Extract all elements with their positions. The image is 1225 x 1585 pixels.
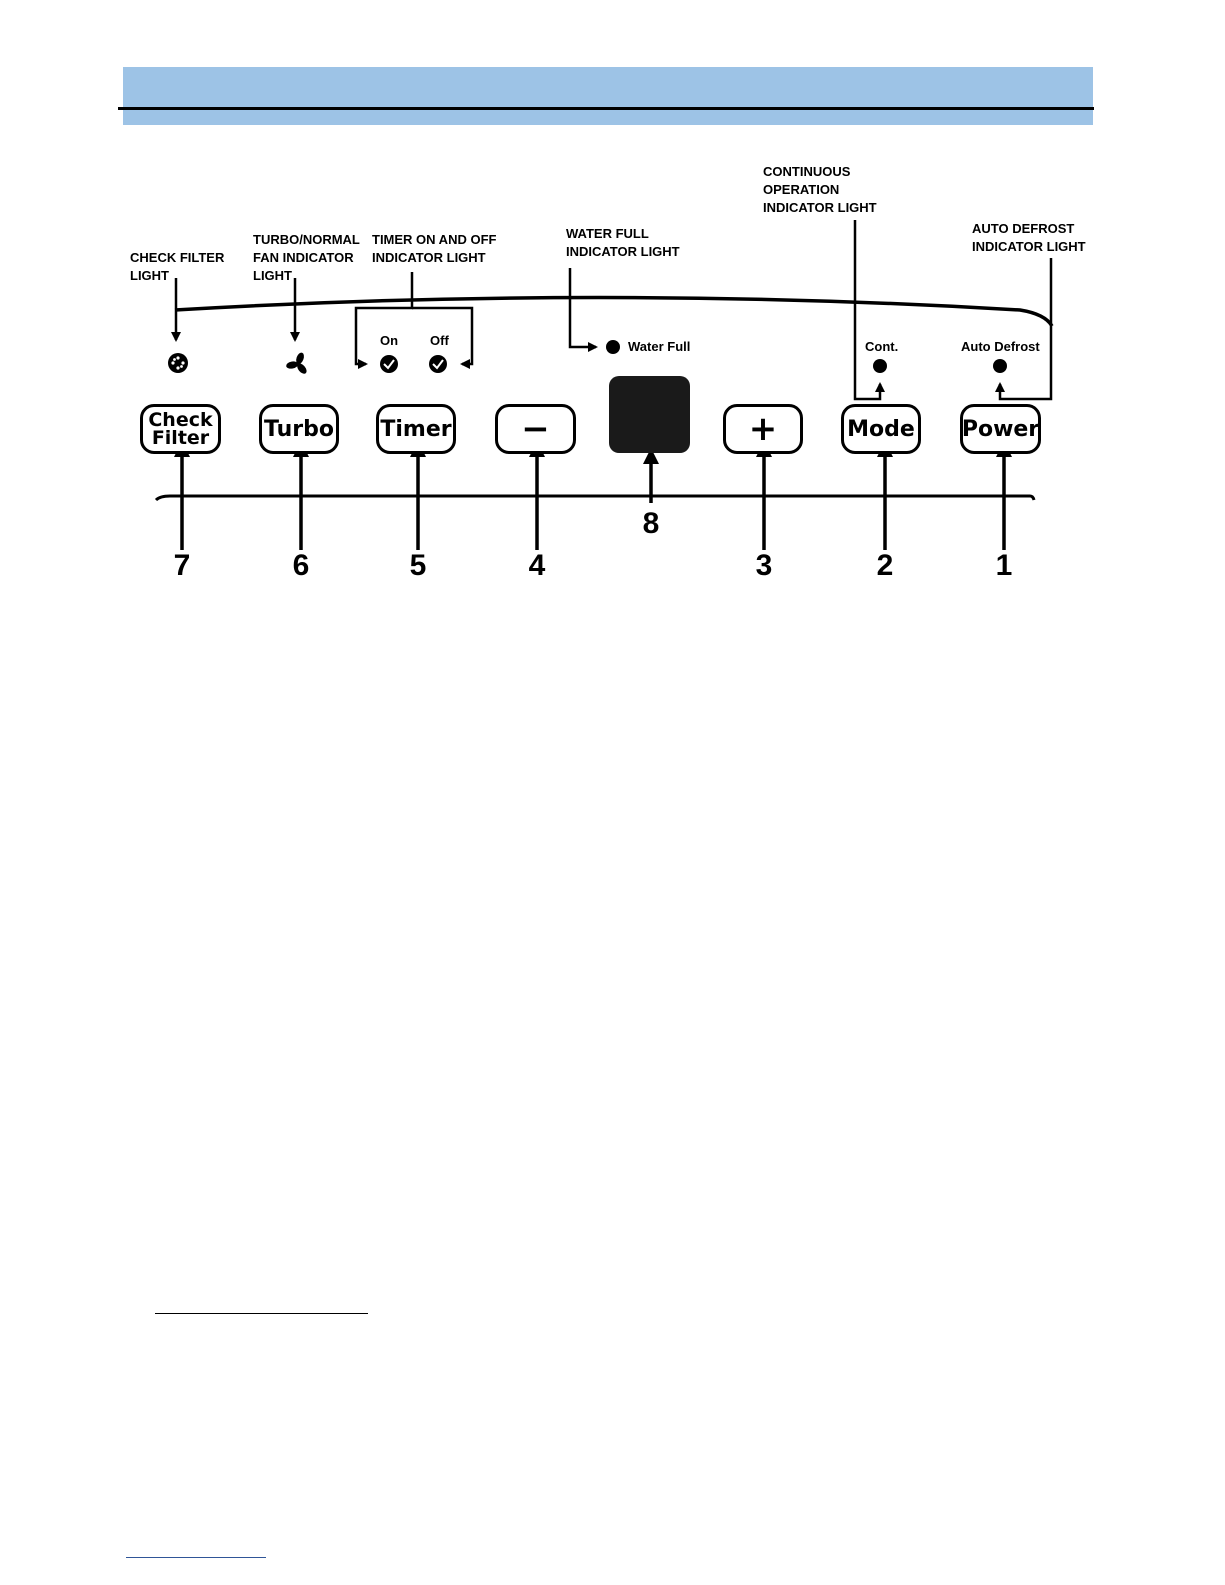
number-4: 4 <box>517 549 557 583</box>
auto-defrost-callout: AUTO DEFROST INDICATOR LIGHT <box>972 220 1086 256</box>
fan-icon <box>286 352 309 376</box>
timer-indicator-callout: TIMER ON AND OFF INDICATOR LIGHT <box>372 231 496 267</box>
auto-defrost-light <box>993 359 1007 373</box>
clock-icon <box>380 355 398 373</box>
timer-on-label: On <box>380 333 398 348</box>
auto-defrost-label: Auto Defrost <box>961 339 1040 354</box>
number-3: 3 <box>744 549 784 583</box>
check-filter-callout: CHECK FILTER LIGHT <box>130 249 224 285</box>
cont-leader <box>855 220 880 399</box>
number-1: 1 <box>984 549 1024 583</box>
digital-display <box>609 376 690 453</box>
timer-off-label: Off <box>430 333 449 348</box>
panel-bottom-edge <box>156 496 1034 500</box>
water-full-light <box>606 340 620 354</box>
timer-leader <box>356 272 412 364</box>
mode-button[interactable]: Mode <box>841 404 921 454</box>
power-button[interactable]: Power <box>960 404 1041 454</box>
water-full-leader <box>570 268 596 347</box>
footer-link-rule <box>126 1557 266 1558</box>
number-7: 7 <box>162 549 202 583</box>
fan-indicator-callout: TURBO/NORMAL FAN INDICATOR LIGHT <box>253 231 360 285</box>
cont-label: Cont. <box>865 339 898 354</box>
turbo-button[interactable]: Turbo <box>259 404 339 454</box>
clock-icon <box>429 355 447 373</box>
continuous-operation-callout: CONTINUOUS OPERATION INDICATOR LIGHT <box>763 163 877 217</box>
water-full-label: Water Full <box>628 339 690 354</box>
number-2: 2 <box>865 549 905 583</box>
plus-button[interactable]: + <box>723 404 803 454</box>
timer-button[interactable]: Timer <box>376 404 456 454</box>
water-full-callout: WATER FULL INDICATOR LIGHT <box>566 225 680 261</box>
cont-light <box>873 359 887 373</box>
check-filter-button[interactable]: Check Filter <box>140 404 221 454</box>
number-8: 8 <box>631 507 671 541</box>
filter-dots-icon <box>168 353 188 373</box>
panel-top-edge <box>175 298 1052 327</box>
auto-defrost-leader <box>1000 258 1051 399</box>
number-6: 6 <box>281 549 321 583</box>
number-5: 5 <box>398 549 438 583</box>
footnote-rule <box>155 1313 368 1314</box>
minus-button[interactable]: − <box>495 404 576 454</box>
